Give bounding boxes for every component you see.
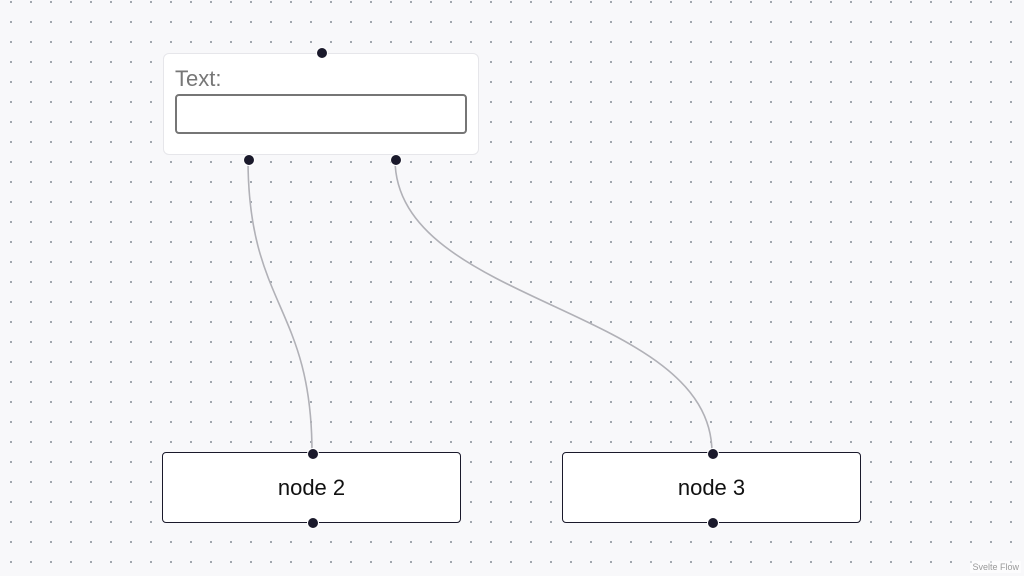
text-node-label: Text: [175, 66, 222, 91]
node-3-source-handle[interactable] [707, 517, 719, 529]
node-2[interactable]: node 2 [162, 452, 461, 523]
text-node-input[interactable] [175, 94, 467, 134]
text-input-node[interactable]: Text: [163, 53, 479, 155]
node-2-label: node 2 [277, 474, 346, 500]
text-node-source-handle-b[interactable] [390, 154, 402, 166]
node-3-label: node 3 [677, 474, 746, 500]
text-node-target-handle[interactable] [316, 47, 328, 59]
edge-text-to-node-3[interactable] [394, 158, 713, 454]
text-node-source-handle-a[interactable] [243, 154, 255, 166]
node-3[interactable]: node 3 [562, 452, 861, 523]
node-3-target-handle[interactable] [707, 448, 719, 460]
node-2-source-handle[interactable] [307, 517, 319, 529]
attribution-link[interactable]: Svelte Flow [970, 561, 1021, 573]
node-2-target-handle[interactable] [307, 448, 319, 460]
edge-text-to-node-2[interactable] [247, 158, 313, 454]
